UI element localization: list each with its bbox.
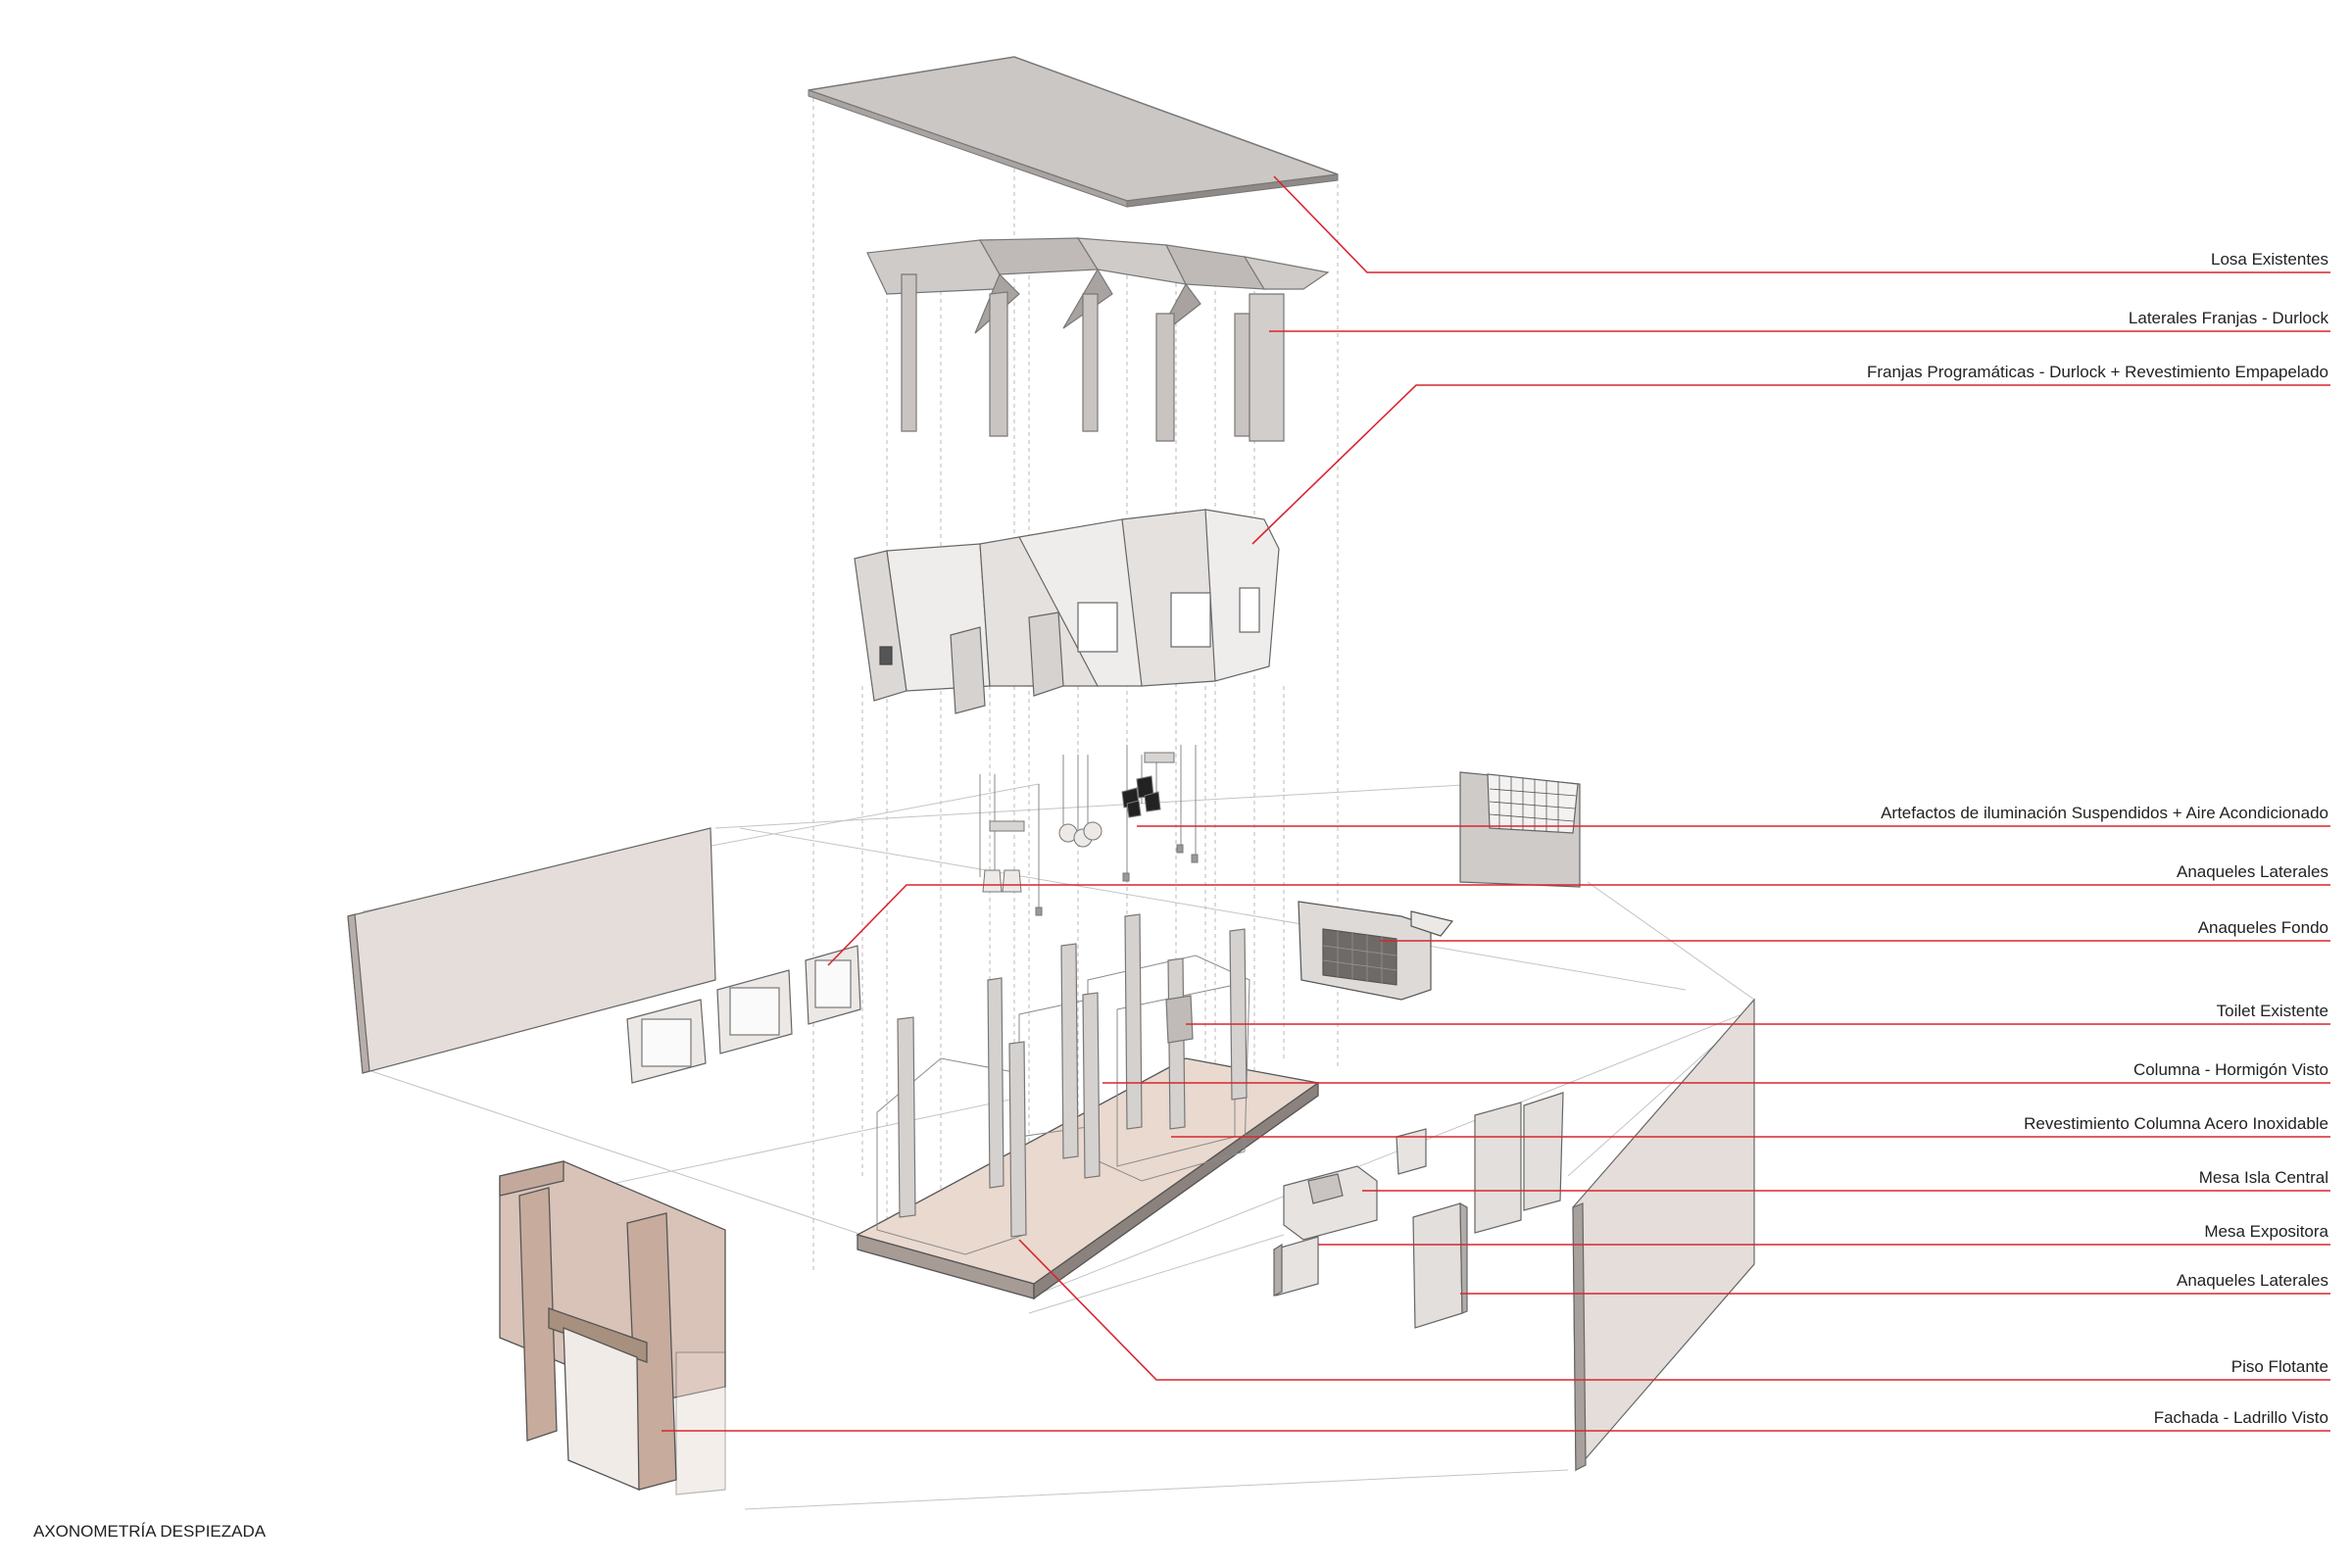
label-mesa-expositora: Mesa Expositora bbox=[2204, 1222, 2328, 1241]
label-toilet-existente: Toilet Existente bbox=[2216, 1002, 2328, 1020]
pendant-lamp-shades bbox=[982, 752, 1199, 916]
label-columna: Columna - Hormigón Visto bbox=[2132, 1060, 2328, 1079]
label-artefactos-iluminacion: Artefactos de iluminación Suspendidos + … bbox=[1881, 804, 2328, 822]
label-anaqueles-laterales-2: Anaqueles Laterales bbox=[2176, 1271, 2328, 1290]
label-mesa-isla-central: Mesa Isla Central bbox=[2198, 1168, 2328, 1187]
laterales-franjas bbox=[866, 237, 1330, 442]
label-franjas-programaticas: Franjas Programáticas - Durlock + Revest… bbox=[1866, 363, 2328, 381]
label-losa-existentes: Losa Existentes bbox=[2210, 250, 2328, 269]
columns bbox=[897, 913, 1248, 1238]
anaqueles-laterales-left bbox=[626, 945, 861, 1084]
label-laterales-franjas: Laterales Franjas - Durlock bbox=[2128, 309, 2328, 327]
label-revestimiento-columna: Revestimiento Columna Acero Inoxidable bbox=[2024, 1114, 2328, 1133]
losa-slab bbox=[808, 56, 1339, 208]
fachada-ladrillo bbox=[499, 1160, 726, 1495]
furniture-right bbox=[1273, 1092, 1564, 1329]
leader-lines bbox=[662, 175, 2330, 1432]
anaqueles-fondo bbox=[1298, 901, 1454, 1001]
label-anaqueles-laterales-1: Anaqueles Laterales bbox=[2176, 862, 2328, 881]
right-wall-panel bbox=[1572, 998, 1755, 1472]
pendant-lights bbox=[979, 745, 1197, 911]
left-wall-panel bbox=[347, 827, 716, 1074]
label-piso-flotante: Piso Flotante bbox=[2230, 1357, 2328, 1376]
back-wall-window bbox=[1459, 771, 1581, 888]
label-anaqueles-fondo: Anaqueles Fondo bbox=[2197, 918, 2328, 937]
label-fachada-ladrillo: Fachada - Ladrillo Visto bbox=[2153, 1408, 2328, 1427]
franjas-programaticas bbox=[854, 509, 1280, 714]
drawing-caption: AXONOMETRÍA DESPIEZADA bbox=[33, 1522, 267, 1541]
